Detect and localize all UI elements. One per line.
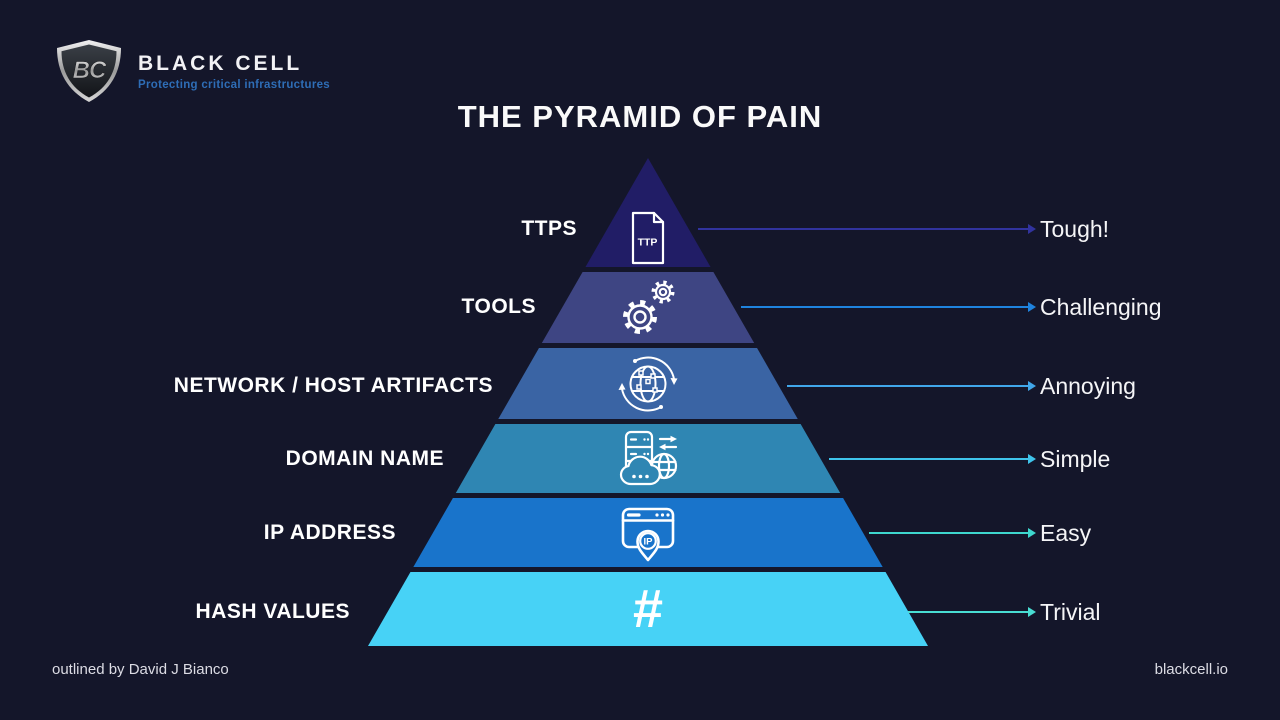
difficulty-label-tough: Tough! [1040, 216, 1110, 242]
credit-text: outlined by David J Bianco [52, 661, 229, 678]
level-label-ip-address: IP ADDRESS [263, 521, 396, 544]
pyramid-level-ip-address: IP [368, 498, 928, 567]
page-title: THE PYRAMID OF PAIN [457, 99, 823, 134]
network-globe-icon [618, 356, 678, 411]
svg-text:IP: IP [644, 536, 654, 547]
brand-text: BLACK CELL Protecting critical infrastru… [138, 52, 330, 91]
brand-name: BLACK CELL [138, 51, 303, 75]
gears-icon [623, 280, 675, 334]
arrow-tools-challenging [741, 302, 1036, 312]
brand-logo: BC BLACK CELL Protecting critical infras… [52, 38, 330, 104]
arrow-ip-easy [869, 528, 1036, 538]
pyramid-level-hash-values: # [368, 572, 928, 646]
ip-browser-icon: IP [621, 507, 675, 561]
arrowhead-icon [1028, 528, 1036, 538]
level-label-domain-name: DOMAIN NAME [285, 447, 444, 470]
arrowhead-icon [1028, 224, 1036, 234]
arrow-hash-trivial [908, 607, 1036, 617]
difficulty-label-annoying: Annoying [1040, 373, 1136, 399]
ttp-document-icon: TTP [631, 211, 665, 265]
arrowhead-icon [1028, 302, 1036, 312]
difficulty-label-trivial: Trivial [1040, 599, 1101, 625]
svg-text:TTP: TTP [638, 237, 658, 249]
dns-server-icon [619, 430, 678, 485]
pyramid-level-ttps: TTP [368, 158, 928, 267]
level-label-ttps: TTPS [521, 217, 577, 240]
arrowhead-icon [1028, 607, 1036, 617]
pyramid-diagram: TTP [368, 158, 928, 646]
level-label-tools: TOOLS [461, 295, 536, 318]
arrowhead-icon [1028, 454, 1036, 464]
arrow-network-annoying [787, 381, 1036, 391]
logo-initials: BC [73, 57, 107, 84]
website-text: blackcell.io [1154, 661, 1228, 678]
level-label-hash-values: HASH VALUES [195, 600, 350, 623]
hash-icon: # [632, 579, 664, 639]
shield-logo-icon: BC [57, 40, 121, 102]
arrow-ttps-tough [698, 224, 1036, 234]
difficulty-label-challenging: Challenging [1040, 294, 1162, 320]
arrowhead-icon [1028, 381, 1036, 391]
difficulty-label-simple: Simple [1040, 446, 1111, 472]
arrow-domain-simple [829, 454, 1036, 464]
brand-tagline: Protecting critical infrastructures [138, 78, 330, 91]
difficulty-label-easy: Easy [1040, 520, 1092, 546]
level-label-network-host-artifacts: NETWORK / HOST ARTIFACTS [173, 374, 493, 397]
